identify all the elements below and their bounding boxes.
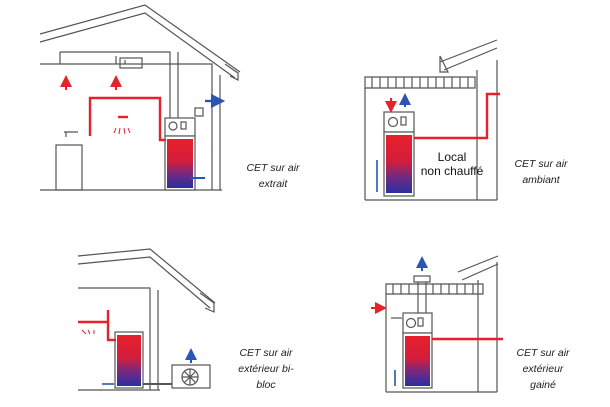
caption-line: CET sur air — [239, 347, 293, 359]
caption-line: bloc — [256, 379, 276, 391]
tank-gaine — [405, 336, 430, 386]
hot-pipe — [414, 92, 500, 140]
house-roof — [439, 39, 498, 71]
extract-duct — [59, 51, 179, 118]
tank-extrait — [167, 139, 193, 188]
lean-to-roof — [385, 283, 484, 295]
tank-bibloc — [117, 335, 141, 386]
tap — [64, 131, 78, 137]
caption-line: CET sur air — [246, 162, 300, 174]
caption-line: CET sur air — [514, 158, 568, 170]
panel-bibloc — [77, 248, 216, 391]
lean-to-roof — [364, 76, 476, 89]
panel-gaine — [385, 255, 499, 393]
room-label-line: non chauffé — [420, 164, 484, 178]
caption-extrait: CET sur air extrait — [238, 160, 308, 192]
room-label-line: Local — [437, 150, 467, 164]
house-roof — [77, 248, 216, 309]
house-roof — [457, 255, 499, 281]
caption-line: gainé — [530, 379, 556, 391]
house-roof — [39, 4, 241, 79]
bathtub — [55, 144, 83, 191]
caption-bibloc: CET sur air extérieur bi- bloc — [226, 345, 306, 393]
hot-pipe — [78, 310, 116, 342]
caption-ambiant: CET sur air ambiant — [506, 156, 576, 188]
fan-icon — [168, 121, 178, 131]
fan-icon — [387, 116, 399, 128]
caption-line: ambiant — [522, 174, 560, 186]
shower-icon — [113, 115, 131, 135]
vertical-duct — [417, 282, 427, 313]
house-wall — [40, 63, 213, 190]
caption-line: CET sur air — [516, 347, 570, 359]
house-wall — [78, 287, 159, 390]
caption-line: extérieur — [522, 363, 564, 375]
caption-gaine: CET sur air extérieur gainé — [508, 345, 578, 393]
fan-box — [119, 57, 143, 69]
room-label: Local non chauffé — [412, 150, 492, 178]
caption-line: extrait — [258, 178, 288, 190]
hot-pipe — [88, 96, 166, 142]
tank-ambiant — [386, 135, 412, 193]
fan-icon — [405, 317, 417, 329]
caption-line: extérieur bi- — [238, 363, 294, 375]
